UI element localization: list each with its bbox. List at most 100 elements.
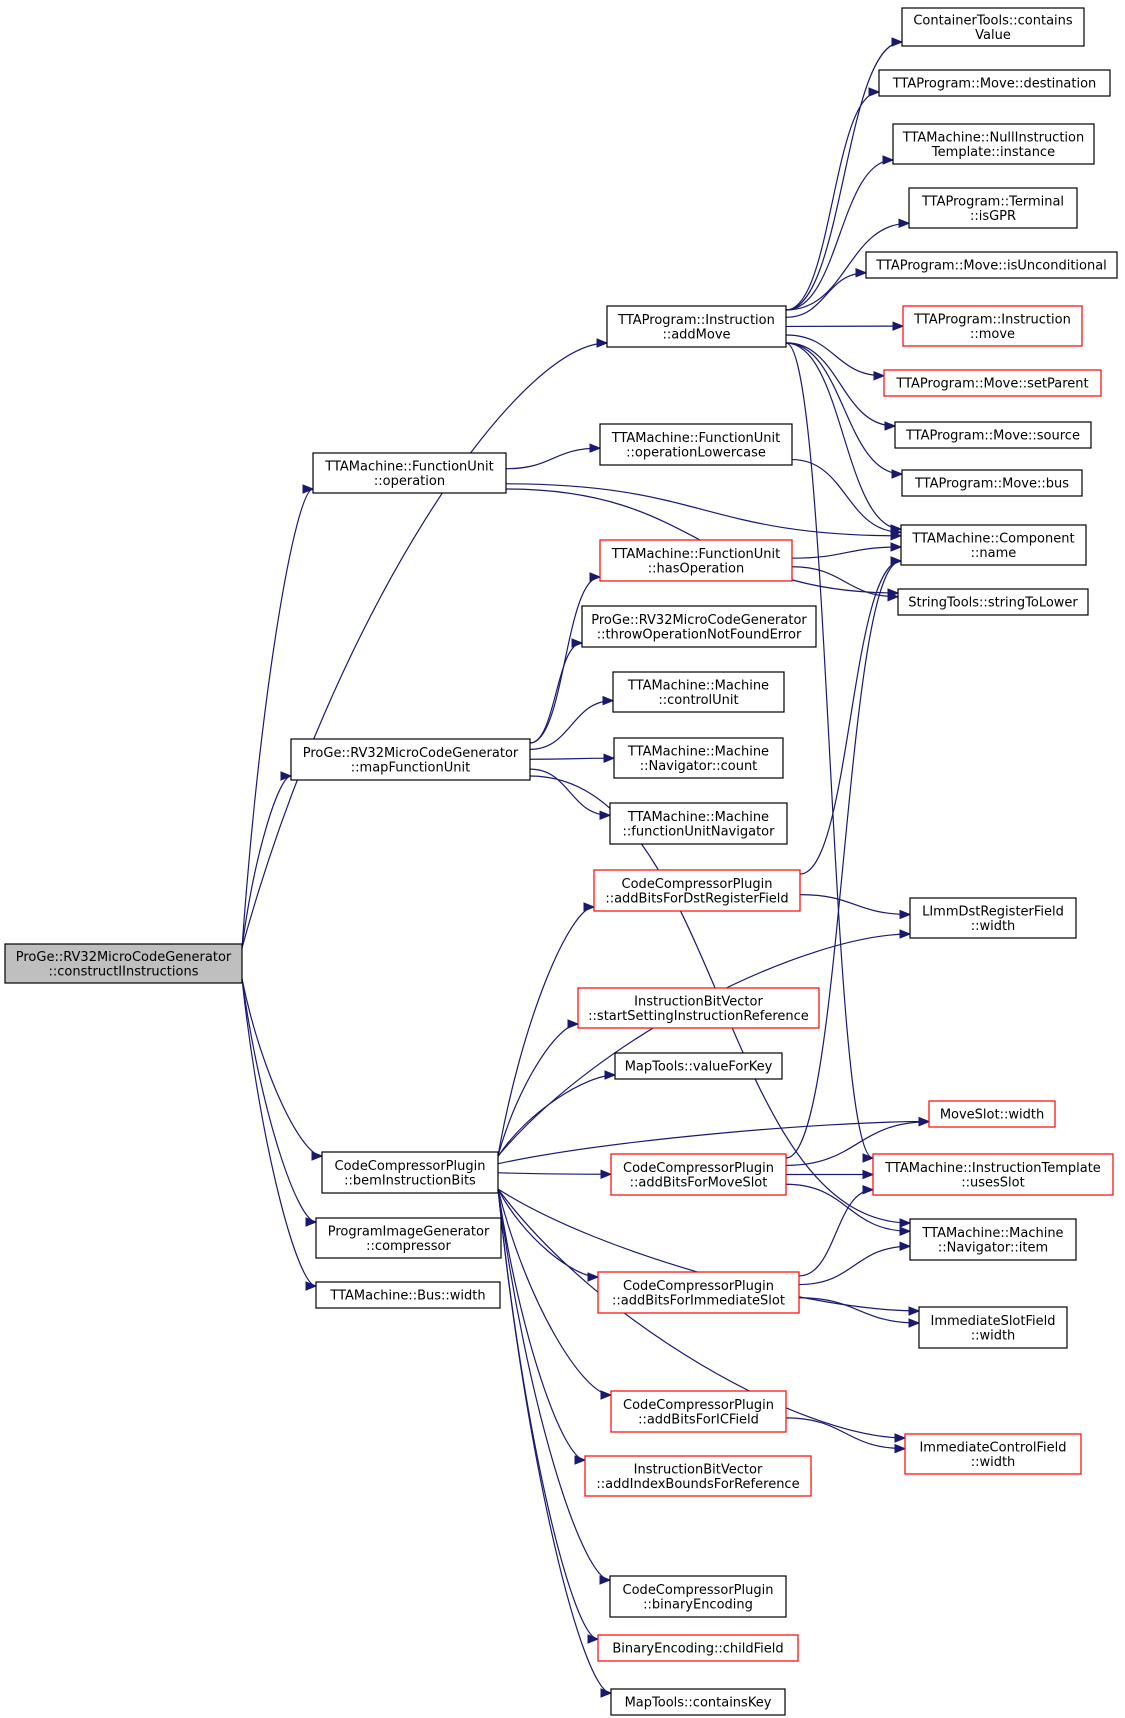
- arrowhead: [891, 469, 904, 479]
- node-setParent[interactable]: TTAProgram::Move::setParent: [883, 369, 1102, 397]
- arrowhead: [868, 87, 881, 97]
- arrowhead: [589, 443, 602, 453]
- node-destination[interactable]: TTAProgram::Move::destination: [878, 69, 1111, 97]
- arrowhead: [862, 1153, 875, 1163]
- node-nullInstr[interactable]: TTAMachine::NullInstructionTemplate::ins…: [892, 123, 1095, 165]
- node-moveSource[interactable]: TTAProgram::Move::source: [894, 421, 1092, 449]
- node-throwOp[interactable]: ProGe::RV32MicroCodeGenerator::throwOper…: [581, 605, 817, 648]
- arrowhead: [882, 155, 895, 165]
- node-addMoveSlot[interactable]: CodeCompressorPlugin::addBitsForMoveSlot: [610, 1153, 787, 1196]
- arrowhead: [571, 638, 584, 648]
- edge-addMoveSlot-to-moveSlotWidth: [785, 1116, 931, 1167]
- node-label: ProgramImageGenerator: [328, 1224, 490, 1239]
- edge-hasOp-to-compName: [791, 542, 903, 559]
- arrowhead: [602, 695, 615, 706]
- node-label: ::addBitsForICField: [638, 1412, 759, 1427]
- node-label: TTAMachine::NullInstruction: [902, 130, 1084, 145]
- node-controlUnit[interactable]: TTAMachine::Machine::controlUnit: [612, 671, 785, 713]
- node-bem[interactable]: CodeCompressorPlugin::bemInstructionBits: [321, 1151, 499, 1194]
- node-binEnc[interactable]: CodeCompressorPlugin::binaryEncoding: [609, 1575, 787, 1618]
- arrowhead: [599, 810, 612, 821]
- node-box: [872, 1153, 1114, 1196]
- node-addIC[interactable]: CodeCompressorPlugin::addBitsForICField: [610, 1390, 787, 1433]
- arrowhead: [596, 338, 609, 348]
- node-opLower[interactable]: TTAMachine::FunctionUnit::operationLower…: [599, 423, 793, 466]
- node-isGPR[interactable]: TTAProgram::Terminal::isGPR: [908, 187, 1078, 229]
- edge-hasOp-to-strLower: [791, 566, 900, 602]
- arrowhead: [887, 591, 900, 602]
- node-strLower[interactable]: StringTools::stringToLower: [897, 588, 1089, 616]
- node-label: TTAMachine::Machine: [921, 1226, 1063, 1241]
- node-immCtrlWidth[interactable]: ImmediateControlField::width: [904, 1433, 1082, 1475]
- edge-addMove-to-isUncond: [785, 268, 868, 318]
- node-containsKey[interactable]: MapTools::containsKey: [610, 1688, 786, 1716]
- node-label: ContainerTools::contains: [913, 13, 1073, 28]
- edge-line: [785, 1121, 930, 1167]
- node-label: TTAMachine::Machine: [627, 810, 769, 825]
- edge-addMove-to-moveBus: [785, 342, 904, 479]
- node-moveSlotWidth[interactable]: MoveSlot::width: [928, 1100, 1056, 1128]
- node-childField[interactable]: BinaryEncoding::childField: [597, 1634, 799, 1662]
- arrowhead: [587, 1634, 600, 1644]
- node-limmWidth[interactable]: LImmDstRegisterField::width: [909, 897, 1077, 939]
- edge-line: [785, 342, 903, 475]
- node-startSetting[interactable]: InstructionBitVector::startSettingInstru…: [577, 987, 820, 1029]
- node-fuNav[interactable]: TTAMachine::Machine::functionUnitNavigat…: [609, 802, 788, 845]
- node-label: ::width: [971, 919, 1016, 934]
- node-label: ::functionUnitNavigator: [623, 824, 776, 839]
- edge-mapFU-to-hasOp: [529, 572, 602, 744]
- edge-line: [497, 1172, 612, 1175]
- node-label: ::move: [970, 327, 1015, 342]
- node-addDst[interactable]: CodeCompressorPlugin::addBitsForDstRegis…: [593, 869, 801, 912]
- arrowhead: [305, 1281, 318, 1291]
- edge-addImmSlot-to-usesSlot: [798, 1184, 875, 1277]
- node-compressor[interactable]: ProgramImageGenerator::compressor: [315, 1217, 502, 1259]
- node-isUncond[interactable]: TTAProgram::Move::isUnconditional: [865, 251, 1118, 279]
- node-label: TTAProgram::Move::setParent: [895, 377, 1088, 392]
- edge-line: [785, 342, 896, 427]
- node-root[interactable]: ProGe::RV32MicroCodeGenerator::construct…: [4, 943, 243, 984]
- edge-line: [785, 334, 885, 377]
- node-label: InstructionBitVector: [634, 994, 763, 1009]
- node-busWidth[interactable]: TTAMachine::Bus::width: [315, 1281, 501, 1309]
- node-navItem[interactable]: TTAMachine::Machine::Navigator::item: [909, 1218, 1077, 1261]
- node-instrMove[interactable]: TTAProgram::Instruction::move: [902, 305, 1083, 347]
- node-compName[interactable]: TTAMachine::Component::name: [900, 524, 1087, 566]
- node-addMove[interactable]: TTAProgram::Instruction::addMove: [606, 305, 787, 348]
- edge-line: [497, 906, 595, 1157]
- node-immSlotWidth[interactable]: ImmediateSlotField::width: [918, 1306, 1068, 1349]
- node-box: [599, 423, 793, 466]
- node-label: ::usesSlot: [961, 1175, 1024, 1190]
- node-moveBus[interactable]: TTAProgram::Move::bus: [901, 469, 1083, 497]
- edge-line: [497, 1188, 906, 1439]
- node-label: ProGe::RV32MicroCodeGenerator: [16, 950, 232, 965]
- node-valueForKey[interactable]: MapTools::valueForKey: [614, 1052, 783, 1080]
- node-label: Template::instance: [931, 145, 1055, 160]
- edge-line: [497, 1188, 612, 1694]
- node-box: [290, 738, 531, 781]
- node-label: Value: [975, 28, 1011, 43]
- edge-bem-to-addMoveSlot: [497, 1169, 613, 1179]
- node-addImmSlot[interactable]: CodeCompressorPlugin::addBitsForImmediat…: [597, 1271, 800, 1314]
- node-label: ::addMove: [662, 327, 730, 342]
- edge-line: [497, 1188, 611, 1581]
- arrowhead: [873, 371, 886, 381]
- node-fuOperation[interactable]: TTAMachine::FunctionUnit::operation: [312, 452, 507, 494]
- node-mapFU[interactable]: ProGe::RV32MicroCodeGenerator::mapFuncti…: [290, 738, 531, 781]
- node-addIndex[interactable]: InstructionBitVector::addIndexBoundsForR…: [584, 1455, 812, 1497]
- arrowhead: [890, 556, 903, 566]
- arrowhead: [604, 1070, 617, 1080]
- call-edges: [241, 37, 931, 1698]
- edge-line: [529, 642, 583, 744]
- node-box: [897, 588, 1089, 616]
- edge-root-to-busWidth: [241, 978, 318, 1291]
- node-box: [4, 943, 243, 984]
- node-box: [883, 369, 1102, 397]
- node-hasOp[interactable]: TTAMachine::FunctionUnit::hasOperation: [599, 539, 793, 582]
- arrowhead: [311, 1151, 324, 1161]
- edge-line: [798, 1245, 911, 1286]
- edge-addMoveSlot-to-compName: [785, 556, 903, 1159]
- node-usesSlot[interactable]: TTAMachine::InstructionTemplate::usesSlo…: [872, 1153, 1114, 1196]
- node-navCount[interactable]: TTAMachine::Machine::Navigator::count: [613, 737, 784, 779]
